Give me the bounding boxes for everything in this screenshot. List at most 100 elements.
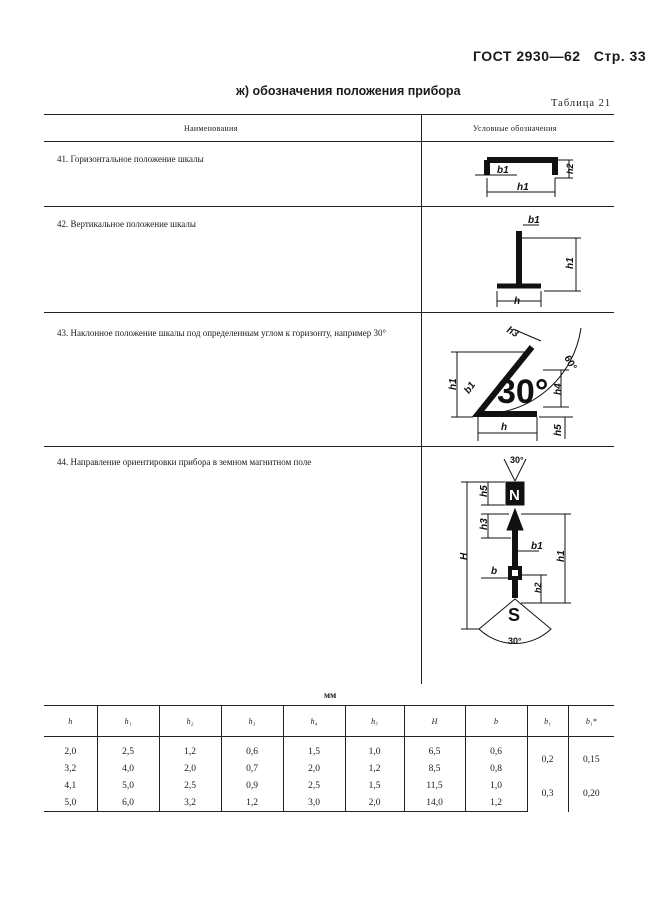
dims-cell: 8,5 (403, 760, 465, 777)
label-h1: h1 (517, 182, 529, 193)
dims-cell: 2,0 (64, 746, 77, 757)
label-h3: h3 (479, 518, 490, 530)
dims-cell: 2,0 (282, 760, 345, 777)
name-row-divider (44, 312, 421, 313)
label-h5: h5 (479, 485, 490, 497)
label-h1: h1 (448, 378, 459, 390)
dims-cell-merged: 0,15 (567, 736, 614, 777)
section-title: ж) обозначения положения прибора (236, 84, 461, 98)
dims-cell: 0,6 (220, 736, 283, 760)
dims-header: b (464, 705, 527, 737)
symbol-row-divider (421, 312, 614, 313)
symbol-horizontal-scale: b1 h1 h2 (475, 157, 575, 197)
label-h2: h2 (565, 163, 575, 174)
column-divider (421, 114, 422, 684)
label-angle-30: 30° (508, 636, 522, 646)
item-41: 41. Горизонтальное положение шкалы (57, 154, 204, 164)
dims-header: H (403, 705, 465, 737)
symbol-magnetic-orientation: N S H h5 h3 h1 h2 (459, 455, 571, 646)
column-header-symbol: Условные обозначения (473, 124, 557, 133)
label-b1: b1 (497, 165, 509, 176)
dims-header: h₁ (96, 705, 159, 737)
dims-row: 3,2 4,0 2,0 0,7 2,0 1,2 8,5 0,8 (44, 760, 614, 777)
label-h3: h3 (505, 325, 521, 341)
dimensions-table: h h₁ h₂ h₃ h₄ h₅ H b b₁ b₁* 2,0 2,5 1,2 … (44, 705, 614, 812)
label-h1: h1 (556, 550, 567, 562)
dims-cell: 4,0 (96, 760, 159, 777)
dims-cell: 3,0 (282, 794, 345, 812)
page-header: ГОСТ 2930—62 Стр. 33 (473, 48, 646, 64)
label-b1: b1 (528, 215, 540, 226)
dims-cell: 0,9 (220, 777, 283, 794)
dims-cell: 5,0 (44, 794, 97, 812)
item-44: 44. Направление ориентировки прибора в з… (57, 457, 312, 467)
table-label: Таблица 21 (551, 98, 612, 109)
label-h5: h5 (553, 424, 564, 436)
table-top-rule (44, 114, 614, 115)
label-H: H (459, 552, 470, 560)
dims-cell: 2,0 (158, 760, 221, 777)
dims-cell: 0,6 (464, 736, 527, 760)
dims-cell: 2,5 (282, 777, 345, 794)
dims-cell: 2,5 (96, 736, 159, 760)
symbols-canvas: b1 h1 h2 b1 h h1 (448, 157, 582, 646)
standard-number: ГОСТ 2930—62 (473, 48, 581, 64)
label-h1: h1 (565, 257, 576, 269)
dims-header: h₃ (220, 705, 283, 737)
label-h4: h4 (553, 383, 564, 395)
table-head-rule (44, 141, 614, 142)
dims-cell: 0,7 (220, 760, 283, 777)
label-b1: b1 (531, 541, 543, 552)
item-42: 42. Вертикальное положение шкалы (57, 219, 196, 229)
dims-cell: 1,2 (464, 794, 527, 812)
dims-cell: 11,5 (403, 777, 465, 794)
dims-header: b₁ (526, 705, 568, 737)
label-h: h (501, 422, 507, 433)
dims-header: b₁* (567, 705, 614, 737)
dims-header: h₂ (158, 705, 221, 737)
dims-cell: 6,0 (96, 794, 159, 812)
dims-header: h₄ (282, 705, 345, 737)
label-b: b (491, 566, 497, 577)
dims-row: 5,0 6,0 3,2 1,2 3,0 2,0 14,0 1,2 (44, 794, 614, 812)
page-number: Стр. 33 (593, 48, 647, 64)
column-header-name: Наименования (184, 124, 238, 133)
dims-cell-merged: 0,3 (526, 777, 568, 812)
dims-row: 2,0 2,5 1,2 0,6 1,5 1,0 6,5 0,6 0,2 0,15 (44, 736, 614, 777)
symbol-inclined-scale: 30° b1 h h1 h4 h5 h3 60° (448, 325, 582, 441)
units-label: мм (324, 690, 337, 700)
dims-header-row: h h₁ h₂ h₃ h₄ h₅ H b b₁ b₁* (44, 705, 614, 737)
dims-cell: 14,0 (403, 794, 465, 812)
dims-cell: 1,5 (344, 777, 404, 794)
dims-cell: 3,2 (64, 763, 77, 774)
dims-cell: 1,0 (464, 777, 527, 794)
dims-cell: 1,5 (282, 736, 345, 760)
symbol-vertical-scale: b1 h h1 (496, 215, 581, 307)
dims-cell-merged: 0,20 (567, 777, 614, 812)
item-43: 43. Наклонное положение шкалы под опреде… (57, 328, 387, 338)
label-angle-30: 30° (510, 455, 524, 465)
name-row-divider (44, 206, 421, 207)
symbol-row-divider (421, 446, 614, 447)
label-angle-30: 30° (497, 373, 548, 411)
label-h2: h2 (533, 582, 543, 593)
dims-header: h₅ (344, 705, 404, 737)
dims-cell: 1,2 (344, 760, 404, 777)
dims-cell: 1,2 (158, 736, 221, 760)
dims-cell: 6,5 (403, 736, 465, 760)
dims-header: h (44, 705, 97, 737)
label-h: h (514, 296, 520, 307)
symbol-row-divider (421, 206, 614, 207)
dims-cell: 2,0 (344, 794, 404, 812)
label-b1: b1 (462, 380, 478, 396)
name-row-divider (44, 446, 421, 447)
dims-cell: 3,2 (158, 794, 221, 812)
dims-cell: 2,5 (158, 777, 221, 794)
label-south: S (508, 605, 520, 625)
dims-cell: 4,1 (64, 780, 77, 791)
dims-cell: 1,0 (344, 736, 404, 760)
dims-cell-merged: 0,2 (526, 736, 568, 777)
dims-row: 4,1 5,0 2,5 0,9 2,5 1,5 11,5 1,0 0,3 0,2… (44, 777, 614, 812)
dims-cell: 1,2 (220, 794, 283, 812)
dims-cell: 5,0 (96, 777, 159, 794)
